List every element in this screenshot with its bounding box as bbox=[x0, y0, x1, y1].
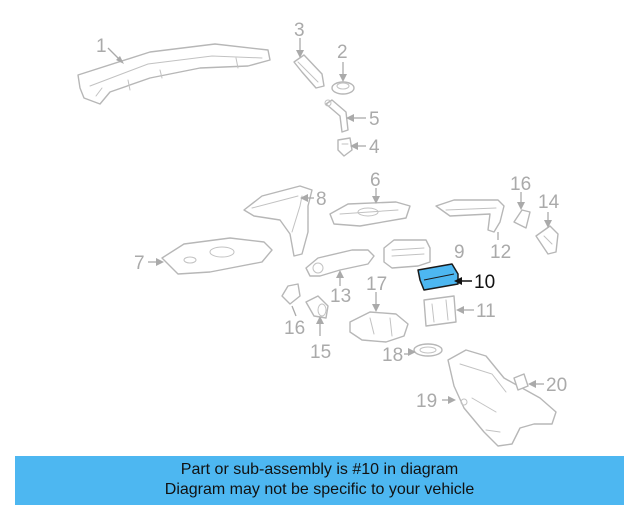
leader-10-highlighted bbox=[454, 277, 472, 285]
callout-13: 13 bbox=[330, 286, 351, 307]
callout-16-lower: 16 bbox=[284, 318, 305, 339]
part-17-block[interactable] bbox=[349, 311, 409, 343]
callout-1: 1 bbox=[96, 36, 107, 57]
part-14-vent-cap[interactable] bbox=[535, 225, 559, 255]
part-7-side-duct[interactable] bbox=[161, 237, 273, 275]
part-9-vent-box[interactable] bbox=[383, 239, 431, 269]
part-20-plate[interactable] bbox=[513, 373, 529, 391]
callout-15: 15 bbox=[310, 342, 331, 363]
callout-3: 3 bbox=[294, 20, 305, 41]
part-11-box[interactable] bbox=[423, 295, 457, 327]
callout-10: 10 bbox=[474, 272, 495, 293]
banner-line-2: Diagram may not be specific to your vehi… bbox=[164, 481, 475, 498]
callout-2: 2 bbox=[337, 42, 348, 63]
callout-7: 7 bbox=[134, 253, 145, 274]
callout-17: 17 bbox=[366, 274, 387, 295]
part-5-hose[interactable] bbox=[324, 99, 349, 133]
callout-4: 4 bbox=[369, 137, 380, 158]
callout-19: 19 bbox=[416, 391, 437, 412]
callout-14: 14 bbox=[538, 192, 560, 213]
part-6-center-duct[interactable] bbox=[329, 201, 411, 227]
part-18-oval-vent[interactable] bbox=[413, 343, 443, 357]
part-16-lower-knob[interactable] bbox=[281, 283, 301, 305]
info-banner: Part or sub-assembly is #10 in diagram D… bbox=[15, 456, 624, 505]
callout-18: 18 bbox=[382, 345, 403, 366]
exploded-parts-diagram: 1 3 2 5 4 6 8 7 16 14 12 9 10 13 17 11 1… bbox=[77, 20, 567, 447]
part-15-nozzle[interactable] bbox=[305, 295, 329, 319]
callout-5: 5 bbox=[369, 109, 380, 130]
part-8-vertical-duct[interactable] bbox=[243, 185, 313, 257]
part-12-right-duct[interactable] bbox=[435, 199, 505, 233]
part-1-dash-duct[interactable] bbox=[77, 43, 271, 105]
callout-16-upper: 16 bbox=[510, 174, 531, 195]
part-16-upper-knob[interactable] bbox=[513, 209, 531, 229]
callout-6: 6 bbox=[370, 170, 381, 191]
part-13-lower-duct[interactable] bbox=[305, 249, 375, 277]
part-3-small-duct[interactable] bbox=[293, 54, 325, 89]
part-19-floor-duct[interactable] bbox=[447, 349, 557, 447]
callout-12: 12 bbox=[490, 242, 511, 263]
callout-20: 20 bbox=[546, 375, 567, 396]
callout-9: 9 bbox=[454, 242, 465, 263]
banner-line-1: Part or sub-assembly is #10 in diagram bbox=[180, 461, 459, 478]
callout-11: 11 bbox=[476, 301, 496, 322]
callout-labels: 1 3 2 5 4 6 8 7 16 14 12 9 10 13 17 11 1… bbox=[96, 20, 567, 412]
leader-lines bbox=[107, 38, 552, 404]
part-10-highlighted[interactable] bbox=[417, 263, 459, 291]
callout-8: 8 bbox=[316, 189, 327, 210]
part-4-clip[interactable] bbox=[337, 137, 353, 157]
